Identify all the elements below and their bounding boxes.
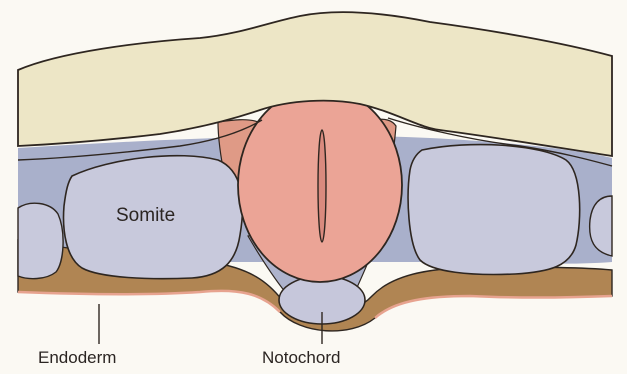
notochord-label: Notochord xyxy=(262,348,340,368)
somite-right xyxy=(408,145,580,275)
somite-far-left xyxy=(18,203,63,278)
endoderm-label: Endoderm xyxy=(38,348,116,368)
neural-canal xyxy=(318,130,326,242)
somite-label: Somite xyxy=(116,205,175,227)
endoderm-lower-line xyxy=(18,291,280,312)
